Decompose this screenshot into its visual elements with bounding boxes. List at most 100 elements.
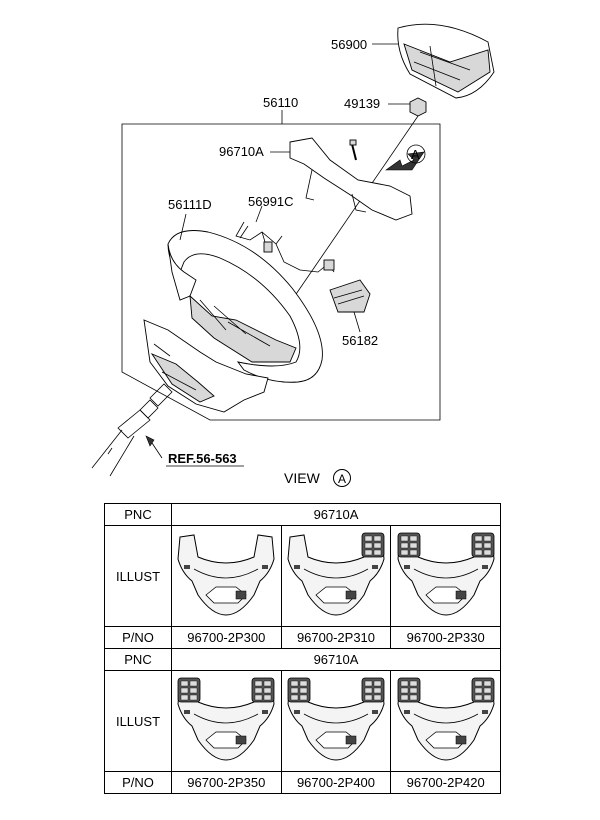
bezel-inner-line bbox=[413, 713, 478, 724]
row-label-illust: ILLUST bbox=[104, 670, 172, 772]
bezel-body bbox=[177, 679, 275, 761]
switch-bezel-illustration bbox=[397, 532, 495, 616]
illust-cell bbox=[390, 525, 501, 627]
bezel-clip-right bbox=[371, 710, 378, 714]
leader-56991C bbox=[255, 205, 263, 223]
switch-pack-left bbox=[287, 677, 311, 703]
bezel-inner-line bbox=[194, 568, 259, 579]
bezel-clip-right bbox=[262, 710, 269, 714]
bezel-clip-left bbox=[184, 565, 191, 569]
illust-cell bbox=[390, 670, 501, 772]
callout-56991C: 56991C bbox=[248, 194, 294, 209]
row-label-pno: P/NO bbox=[104, 771, 172, 794]
switch-pack-right bbox=[471, 532, 495, 558]
leader-56182 bbox=[353, 311, 361, 333]
table-row-pnc: PNC 96710A bbox=[104, 503, 501, 526]
bezel-lower-switch bbox=[345, 735, 357, 745]
callout-56111D: 56111D bbox=[168, 197, 212, 212]
part-number: 96700-2P310 bbox=[280, 626, 392, 649]
view-marker-label: A bbox=[411, 147, 420, 162]
bezel-clip-left bbox=[293, 565, 300, 569]
bezel-lower-switch bbox=[236, 590, 247, 600]
parts-table: PNC 96710A ILLUST P/NO 96700-2P300 96700… bbox=[104, 503, 501, 794]
bezel-body bbox=[287, 534, 385, 616]
illust-cell bbox=[171, 670, 282, 772]
remote-switch-bracket bbox=[289, 137, 413, 221]
part-number: 96700-2P400 bbox=[280, 771, 392, 794]
bezel-body bbox=[177, 534, 275, 616]
bezel-inner-line bbox=[303, 568, 369, 579]
bezel-lower-switch bbox=[345, 590, 357, 600]
view-title: VIEW bbox=[284, 470, 320, 486]
bezel-clip-left bbox=[403, 710, 410, 714]
bezel-body bbox=[287, 679, 385, 761]
airbag-module bbox=[397, 23, 495, 99]
view-marker: A bbox=[333, 469, 351, 487]
bezel-body bbox=[397, 679, 495, 761]
table-row-illust: ILLUST bbox=[104, 525, 501, 627]
bezel-clip-left bbox=[403, 565, 410, 569]
control-module bbox=[329, 279, 371, 313]
table-row-pno: P/NO 96700-2P300 96700-2P310 96700-2P330 bbox=[104, 626, 501, 649]
assembly-boundary bbox=[121, 123, 441, 421]
switch-pack-left bbox=[177, 677, 201, 703]
bezel-lower-switch bbox=[236, 735, 247, 745]
switch-pack-right bbox=[361, 532, 385, 558]
bezel-inner-line bbox=[413, 568, 478, 579]
callout-56900: 56900 bbox=[331, 37, 367, 52]
view-arrow bbox=[385, 151, 425, 171]
bezel-body bbox=[397, 534, 495, 616]
ref-label: REF.56-563 bbox=[168, 451, 237, 466]
row-label-pnc: PNC bbox=[104, 648, 172, 671]
screw-part bbox=[349, 139, 357, 161]
steering-column bbox=[91, 383, 173, 477]
bezel-lower-switch bbox=[455, 590, 466, 600]
nut-part bbox=[409, 97, 427, 117]
bezel-lower-switch bbox=[455, 735, 466, 745]
row-label-pno: P/NO bbox=[104, 626, 172, 649]
steering-wheel-exploded-diagram: 56900 49139 56110 96710A A 56991C 56182 bbox=[91, 23, 495, 477]
steering-wheel bbox=[167, 230, 323, 383]
bezel-inner-line bbox=[303, 713, 369, 724]
leader-nut-axis bbox=[291, 115, 419, 301]
switch-bezel-illustration bbox=[177, 677, 275, 761]
leader-56111D bbox=[179, 213, 187, 241]
switch-pack-right bbox=[251, 677, 275, 703]
table-row-pno: P/NO 96700-2P350 96700-2P400 96700-2P420 bbox=[104, 771, 501, 794]
pnc-value: 96710A bbox=[171, 648, 501, 671]
bezel-clip-right bbox=[262, 565, 269, 569]
pnc-value: 96710A bbox=[171, 503, 501, 526]
callout-96710A: 96710A bbox=[219, 144, 264, 159]
bezel-clip-left bbox=[184, 710, 191, 714]
switch-pack-right bbox=[471, 677, 495, 703]
switch-bezel-illustration bbox=[397, 677, 495, 761]
callout-56110: 56110 bbox=[263, 95, 298, 110]
part-number: 96700-2P420 bbox=[390, 771, 501, 794]
part-number: 96700-2P350 bbox=[171, 771, 282, 794]
part-number: 96700-2P300 bbox=[171, 626, 282, 649]
bezel-inner-line bbox=[194, 713, 259, 724]
switch-pack-left bbox=[397, 677, 421, 703]
wiring-harness bbox=[235, 221, 335, 273]
illust-cell bbox=[280, 670, 392, 772]
lower-cover bbox=[143, 319, 269, 413]
switch-bezel-illustration bbox=[287, 677, 385, 761]
bezel-clip-right bbox=[371, 565, 378, 569]
bezel-clip-left bbox=[293, 710, 300, 714]
illust-cell bbox=[171, 525, 282, 627]
table-row-pnc: PNC 96710A bbox=[104, 648, 501, 671]
switch-pack-left bbox=[397, 532, 421, 558]
row-label-illust: ILLUST bbox=[104, 525, 172, 627]
view-marker-circle bbox=[406, 144, 426, 164]
bezel-clip-right bbox=[481, 565, 488, 569]
callout-49139: 49139 bbox=[344, 96, 380, 111]
part-number: 96700-2P330 bbox=[390, 626, 501, 649]
bezel-clip-right bbox=[481, 710, 488, 714]
ref-arrow bbox=[145, 435, 163, 459]
switch-bezel-illustration bbox=[287, 532, 385, 616]
illust-cell bbox=[280, 525, 392, 627]
switch-pack-right bbox=[361, 677, 385, 703]
switch-bezel-illustration bbox=[177, 534, 275, 616]
row-label-pnc: PNC bbox=[104, 503, 172, 526]
callout-56182: 56182 bbox=[342, 333, 378, 348]
